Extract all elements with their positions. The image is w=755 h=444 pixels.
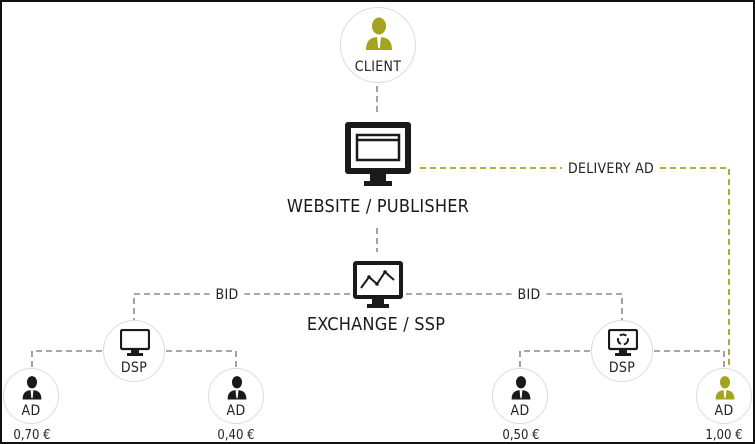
- monitor-chart-icon: [353, 261, 403, 308]
- client-node: CLIENT: [340, 7, 416, 83]
- exchange-right-dsp-line: [406, 293, 623, 322]
- person-icon: [511, 376, 531, 400]
- ad-label: AD: [510, 403, 530, 419]
- person-icon: [227, 376, 247, 400]
- ad-price: 0,50 €: [502, 428, 540, 443]
- ad-label: AD: [226, 403, 246, 419]
- person-icon: [366, 17, 392, 50]
- client-label: CLIENT: [354, 59, 402, 75]
- ad-label: AD: [21, 403, 41, 419]
- ad-price: 0,40 €: [217, 428, 255, 443]
- monitor-browser-icon: [345, 122, 411, 186]
- dsp-left-node: DSP: [103, 320, 165, 382]
- ad-label: AD: [714, 403, 734, 419]
- ad-price: 1,00 €: [705, 428, 743, 443]
- ad-node-1: AD: [3, 368, 59, 424]
- person-icon: [715, 376, 735, 400]
- dsp-right-label: DSP: [608, 360, 636, 376]
- ad-node-2: AD: [208, 368, 264, 424]
- delivery-ad-line: [420, 167, 730, 372]
- bid-right-label: BID: [511, 288, 547, 302]
- monitor-icon: [120, 329, 150, 356]
- bid-left-label: BID: [209, 288, 245, 302]
- ad-node-3: AD: [492, 368, 548, 424]
- ad-node-4-winner: AD: [696, 368, 752, 424]
- publisher-label: WEBSITE / PUBLISHER: [286, 196, 470, 217]
- dsp-right-node: DSP: [591, 320, 653, 382]
- exchange-left-dsp-line: [133, 293, 350, 322]
- person-icon: [22, 376, 42, 400]
- delivery-ad-label: DELIVERY AD: [561, 162, 661, 176]
- exchange-label: EXCHANGE / SSP: [306, 314, 446, 335]
- ad-price: 0,70 €: [13, 428, 51, 443]
- right-dsp-ads-line: [519, 350, 725, 368]
- left-dsp-ads-line: [31, 350, 237, 368]
- monitor-cycle-icon: [608, 329, 638, 356]
- dsp-left-label: DSP: [120, 360, 148, 376]
